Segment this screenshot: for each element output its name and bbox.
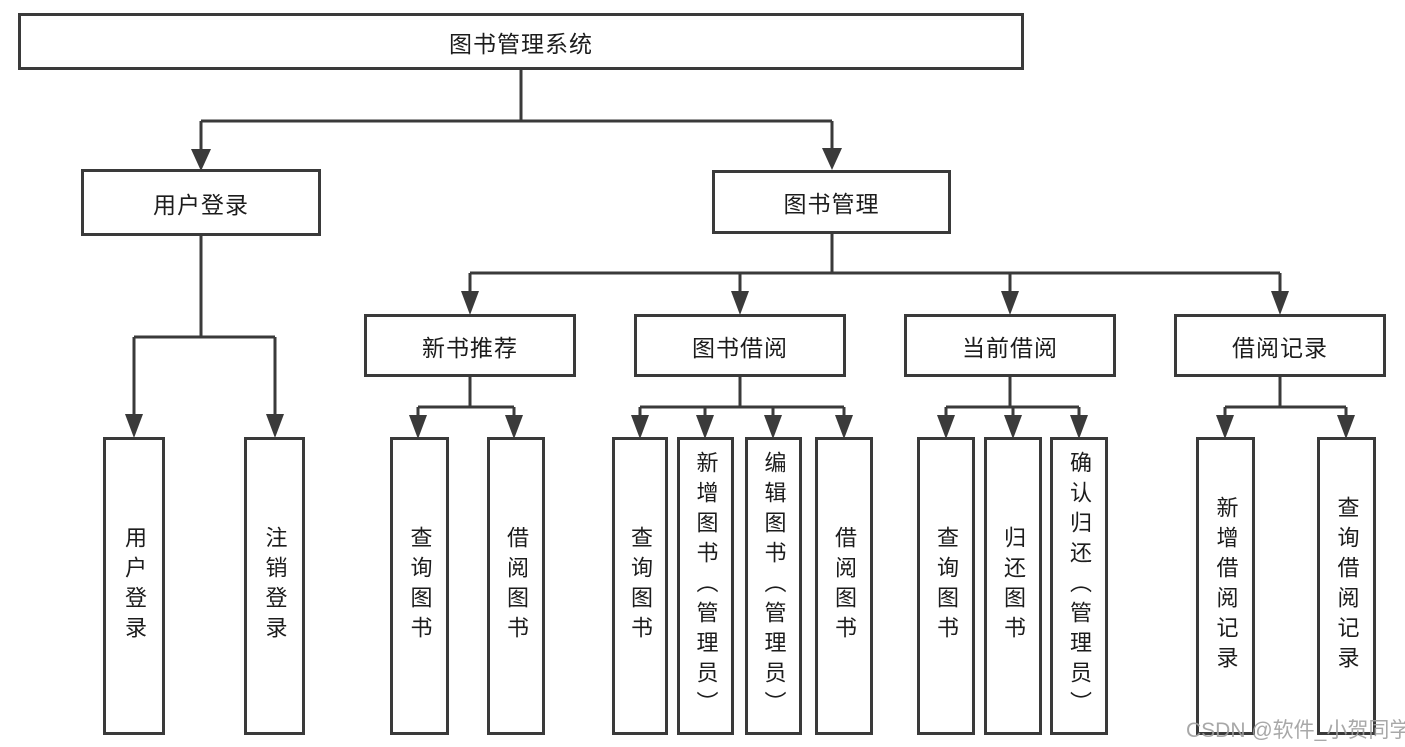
node-current-query-book: 查询图书 — [917, 437, 975, 735]
node-borrow-borrow-book: 借阅图书 — [815, 437, 873, 735]
node-borrow-record: 借阅记录 — [1174, 314, 1386, 377]
node-book-borrow: 图书借阅 — [634, 314, 846, 377]
node-borrow-edit-book-admin: 编辑图书（管理员） — [745, 437, 802, 735]
csdn-watermark: CSDN @软件_小贺同学 — [1186, 719, 1405, 742]
node-logout-leaf: 注销登录 — [244, 437, 305, 735]
node-new-book-recommend: 新书推荐 — [364, 314, 576, 377]
node-book-management: 图书管理 — [712, 170, 951, 234]
node-current-confirm-return-admin: 确认归还（管理员） — [1050, 437, 1108, 735]
node-newbook-query-book: 查询图书 — [390, 437, 449, 735]
node-root: 图书管理系统 — [18, 13, 1024, 70]
node-record-query-record: 查询借阅记录 — [1317, 437, 1376, 735]
node-current-return-book: 归还图书 — [984, 437, 1042, 735]
node-record-add-record: 新增借阅记录 — [1196, 437, 1255, 735]
node-borrow-query-book: 查询图书 — [612, 437, 668, 735]
node-user-login: 用户登录 — [81, 169, 321, 236]
node-borrow-add-book-admin: 新增图书（管理员） — [677, 437, 734, 735]
node-current-borrow: 当前借阅 — [904, 314, 1116, 377]
node-newbook-borrow-book: 借阅图书 — [487, 437, 545, 735]
node-user-login-leaf: 用户登录 — [103, 437, 165, 735]
